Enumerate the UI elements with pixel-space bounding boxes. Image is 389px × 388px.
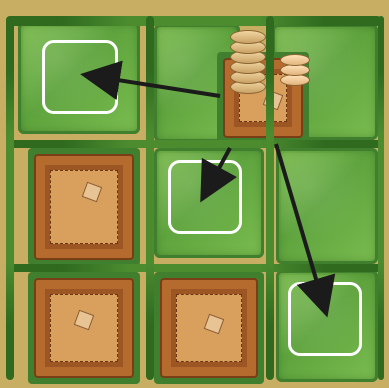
arrow-icon [206,148,230,192]
arrow-icon [276,144,324,306]
arrow-icon [92,76,220,96]
